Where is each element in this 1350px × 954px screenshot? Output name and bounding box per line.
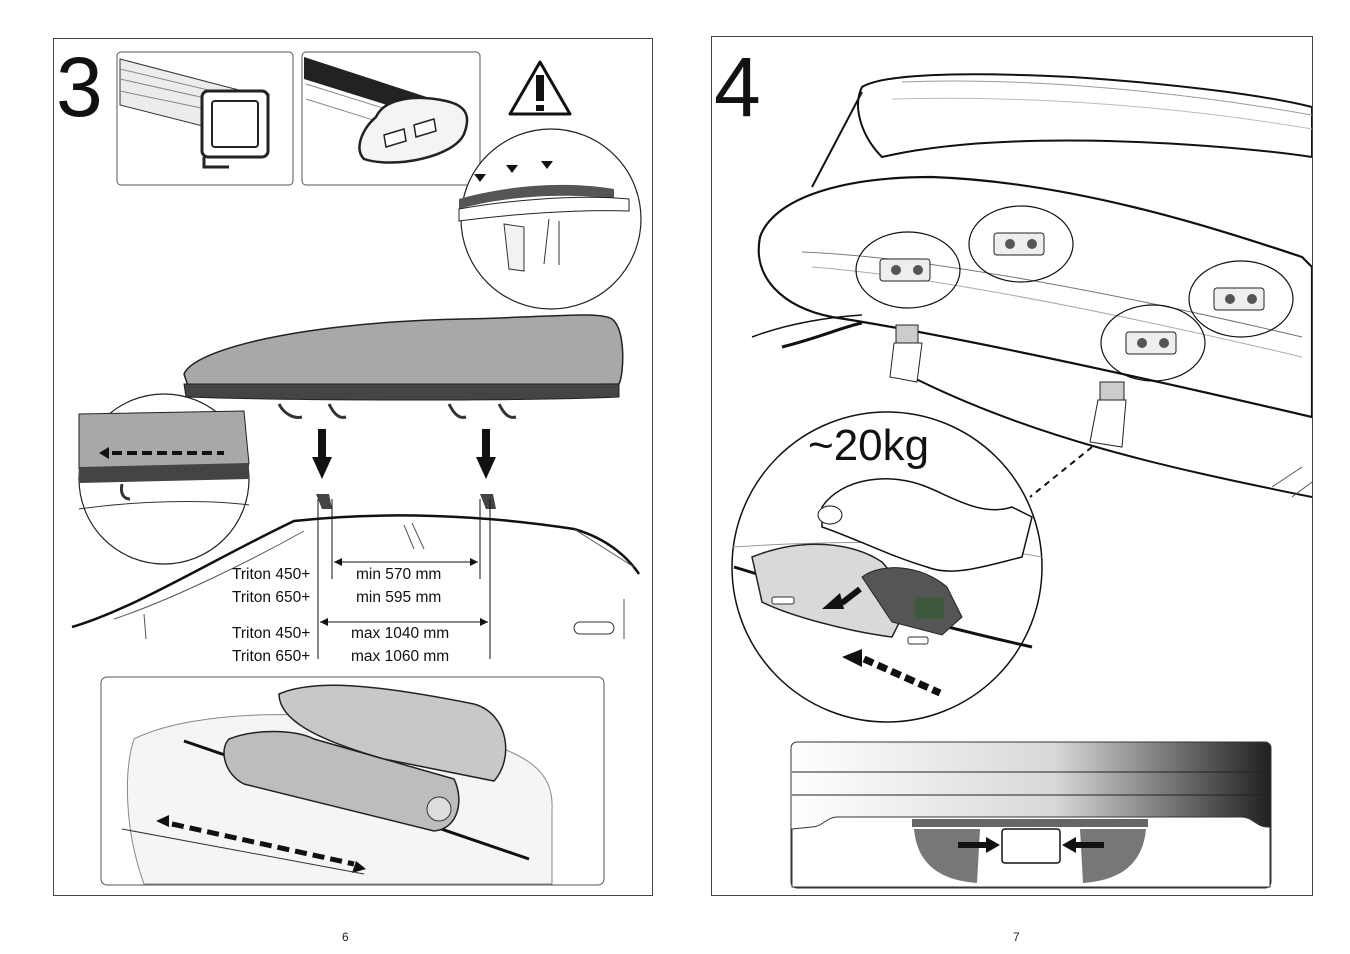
min-distance-values: min 570 mm min 595 mm xyxy=(356,563,441,609)
step-3-illustration xyxy=(71,51,642,886)
leader-line xyxy=(1029,446,1093,498)
square-bar-detail xyxy=(116,51,294,186)
min-distance-value: min 570 mm xyxy=(356,566,442,583)
rubber-strip-detail xyxy=(458,128,642,310)
warning-icon xyxy=(508,60,572,116)
roof-box-open xyxy=(751,73,1312,498)
car-roof xyxy=(71,494,641,640)
step-4-illustration xyxy=(731,73,1312,889)
step-3-panel: 3 Triton 450+ Triton 650+ min 570 mm min… xyxy=(53,38,653,896)
max-distance-values: max 1040 mm max 1060 mm xyxy=(351,622,449,668)
min-distance-value: min 595 mm xyxy=(356,589,442,606)
down-arrows xyxy=(312,429,496,479)
roof-box xyxy=(183,314,624,419)
page-number-left: 6 xyxy=(342,930,349,944)
track-detail xyxy=(100,676,605,886)
dimension-lines xyxy=(317,499,491,659)
model-label: Triton 450+ xyxy=(232,566,311,583)
model-label: Triton 450+ xyxy=(232,625,311,642)
handle-detail xyxy=(790,741,1272,889)
weight-label: ~20kg xyxy=(808,421,930,470)
model-labels-max: Triton 450+ Triton 650+ xyxy=(232,622,310,668)
step-number: 4 xyxy=(714,40,761,134)
model-label: Triton 650+ xyxy=(232,589,311,606)
max-distance-value: max 1060 mm xyxy=(351,648,450,665)
max-distance-value: max 1040 mm xyxy=(351,625,450,642)
aero-bar-detail xyxy=(301,51,481,186)
model-label: Triton 650+ xyxy=(232,648,311,665)
step-4-panel: 4 ~20kg xyxy=(711,36,1313,896)
step-number: 3 xyxy=(56,40,103,134)
model-labels-min: Triton 450+ Triton 650+ xyxy=(232,563,310,609)
clamp-tighten-detail xyxy=(731,411,1043,723)
clamp-detail-circles xyxy=(855,205,1294,382)
slide-detail xyxy=(78,393,250,565)
page-number-right: 7 xyxy=(1013,930,1020,944)
